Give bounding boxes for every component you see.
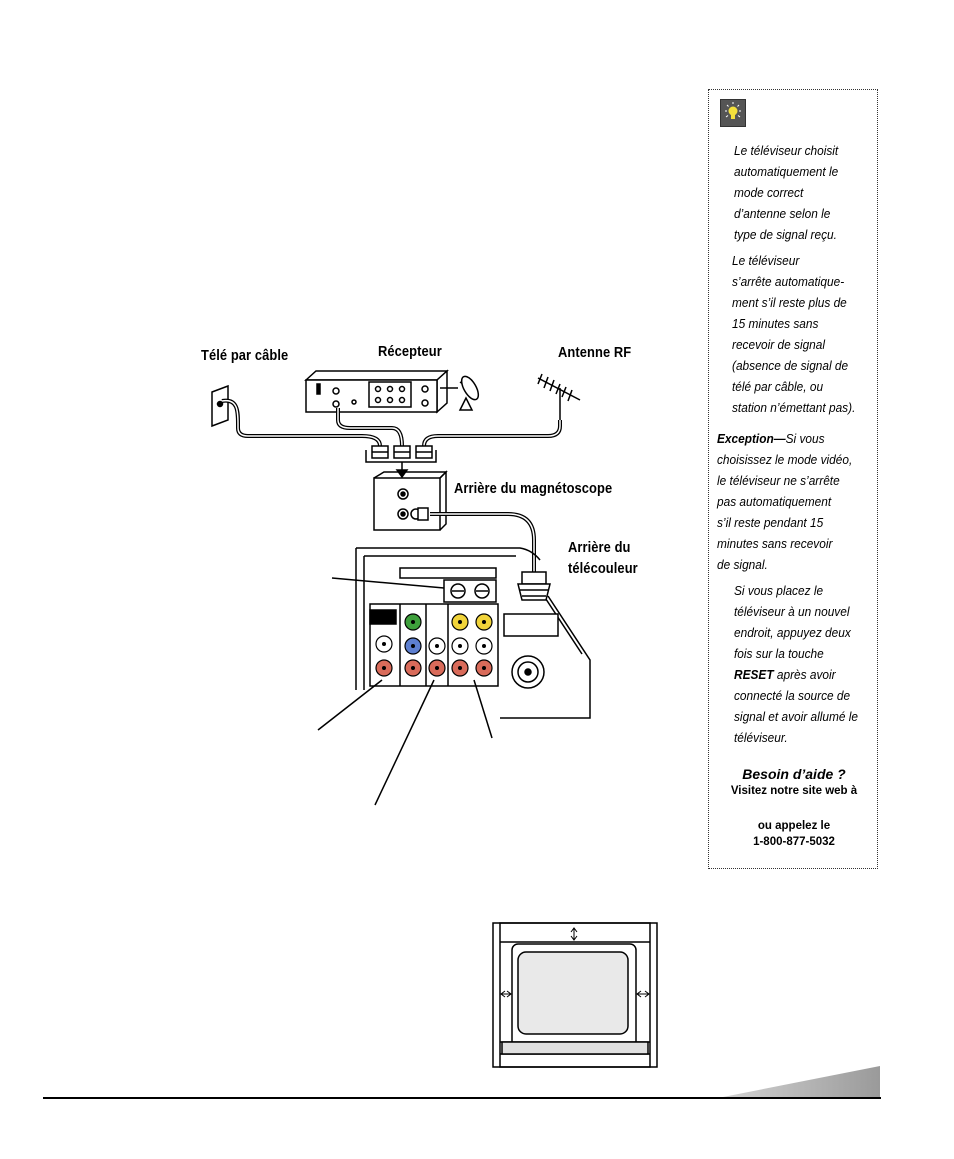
para4-before: Si vous placez le téléviseur à un nouvel… (734, 583, 851, 661)
label-tv-back-line1: Arrière du (568, 539, 631, 556)
help-website-line: Visitez notre site web à (730, 785, 858, 797)
tv-cabinet-illustration (492, 922, 658, 1068)
label-tv-back-line2: télécouleur (568, 560, 638, 577)
help-title: Besoin d’aide ? (742, 766, 846, 782)
exception-label: Exception— (717, 431, 786, 446)
tip-paragraph-4: Si vous placez le téléviseur à un nouvel… (734, 580, 858, 748)
tv-coax-connector (517, 571, 551, 601)
para4-after: après avoir connecté la source de signal… (734, 667, 859, 745)
receiver-box (304, 369, 449, 414)
rf-antenna (537, 373, 581, 420)
label-receiver: Récepteur (378, 343, 442, 360)
wall-outlet (211, 384, 229, 428)
footer-rule (43, 1097, 881, 1099)
tip-paragraph-1: Le téléviseur choisit automatiquement le… (734, 143, 839, 242)
label-vcr-back: Arrière du magnétoscope (454, 480, 613, 497)
satellite-dish (440, 375, 480, 411)
tv-back-panel (355, 547, 591, 719)
connection-diagram: Télé par câble Récepteur Antenne RF Arri… (201, 343, 638, 806)
label-cable-tv: Télé par câble (201, 347, 289, 364)
help-phone: ou appelez le 1-800-877-5032 (753, 820, 835, 848)
reset-key-label: RESET (734, 667, 774, 682)
label-rf-antenna: Antenne RF (558, 344, 632, 361)
connection-diagram-art (211, 369, 591, 806)
page-corner-tab (718, 1066, 880, 1098)
label-tv-back: Arrière du télécouleur (568, 537, 638, 579)
exception-text: Si vous choisissez le mode vidéo, le tél… (717, 431, 853, 572)
lightbulb-icon (720, 99, 746, 127)
tip-sidebar: Le téléviseur choisit automatiquement le… (708, 89, 878, 869)
tip-paragraph-2: Le téléviseur s’arrête automatique- ment… (732, 253, 856, 415)
tip-exception: Exception—Si vous choisissez le mode vid… (717, 428, 852, 575)
vcr-back (373, 470, 448, 531)
